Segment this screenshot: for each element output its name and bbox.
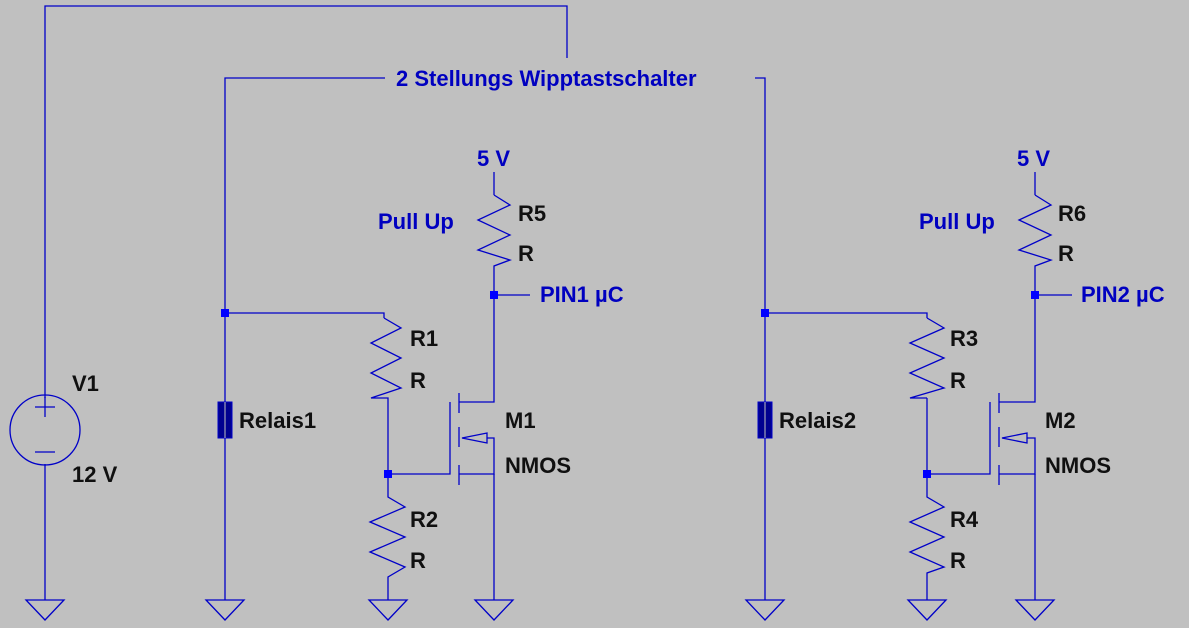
r6-value[interactable]: R [1058,241,1074,266]
supply-5v-label[interactable]: 5 V [477,146,511,171]
voltage-source-icon[interactable] [9,394,81,466]
junction-dot [1031,291,1039,299]
ground-icon[interactable] [473,599,515,621]
resistor-r4-icon[interactable] [908,474,946,600]
m1-name[interactable]: M1 [505,408,536,433]
wire-drain1[interactable] [459,295,495,403]
junction-dot [923,470,931,478]
ground-icon[interactable] [744,599,786,621]
relais2-label[interactable]: Relais2 [779,408,857,433]
junction-dot [761,309,769,317]
nmos-m2-icon[interactable] [998,393,1036,485]
m1-type[interactable]: NMOS [505,453,571,478]
wire-switch-right[interactable] [755,77,766,402]
r1-name[interactable]: R1 [410,326,439,351]
supply-5v-label[interactable]: 5 V [1017,146,1051,171]
resistor-r3-icon[interactable] [908,317,946,399]
v1-name[interactable]: V1 [72,371,99,396]
pullup-comment[interactable]: Pull Up [378,209,454,234]
r5-name[interactable]: R5 [518,201,547,226]
wire-drain2[interactable] [999,295,1036,403]
junction-dot [490,291,498,299]
pullup-comment[interactable]: Pull Up [919,209,995,234]
r5-value[interactable]: R [518,241,534,266]
v1-value[interactable]: 12 V [72,462,118,487]
r2-value[interactable]: R [410,548,426,573]
r4-value[interactable]: R [950,548,966,573]
switch-label[interactable]: 2 Stellungs Wipptastschalter [396,66,697,91]
relay-coil-icon[interactable] [757,401,773,439]
r6-name[interactable]: R6 [1058,201,1087,226]
ground-icon[interactable] [204,599,246,621]
junction-dot [221,309,229,317]
m2-type[interactable]: NMOS [1045,453,1111,478]
nmos-m1-icon[interactable] [458,393,495,485]
resistor-r6-icon[interactable] [1017,194,1054,295]
r2-name[interactable]: R2 [410,507,439,532]
resistor-r1-icon[interactable] [369,317,403,399]
r1-value[interactable]: R [410,368,426,393]
r4-name[interactable]: R4 [950,507,979,532]
r3-value[interactable]: R [950,368,966,393]
r3-name[interactable]: R3 [950,326,979,351]
wire-switch-left[interactable] [224,77,385,402]
relay-coil-icon[interactable] [217,401,233,439]
ground-icon[interactable] [1014,599,1056,621]
wire-r1-top[interactable] [225,312,385,318]
m2-name[interactable]: M2 [1045,408,1076,433]
net-label-pin2[interactable]: PIN2 µC [1081,282,1165,307]
wire-v1-to-switch[interactable] [44,5,568,398]
ground-icon[interactable] [906,599,948,621]
net-label-pin1[interactable]: PIN1 µC [540,282,624,307]
wire-gate1[interactable] [384,397,451,475]
ground-icon[interactable] [24,599,66,621]
ground-icon[interactable] [367,599,409,621]
resistor-r2-icon[interactable] [368,474,407,600]
wire-r3-top[interactable] [765,312,928,318]
relais1-label[interactable]: Relais1 [239,408,317,433]
junction-dot [384,470,392,478]
wire-gate2[interactable] [926,398,991,475]
resistor-r5-icon[interactable] [476,194,513,295]
